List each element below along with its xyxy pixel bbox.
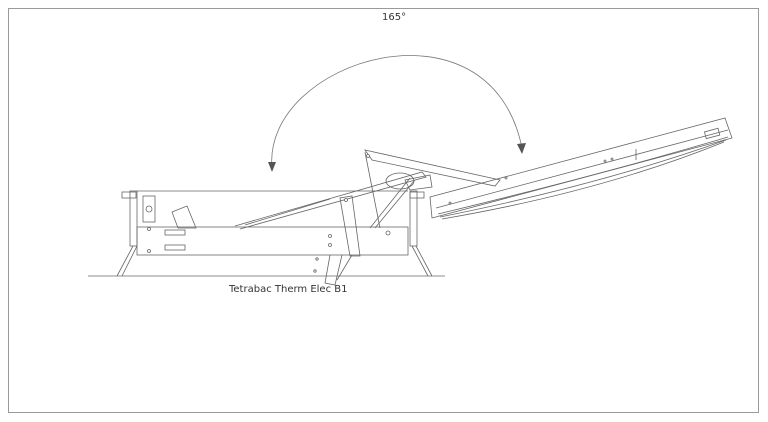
opening-angle-arc [271,55,523,169]
angle-label: 165° [382,12,407,23]
arc-arrowhead-left [268,162,276,172]
drawing-frame [8,8,759,413]
curb-frame [116,190,433,277]
bolt-holes [147,154,614,273]
drawing-caption: Tetrabac Therm Elec B1 [229,284,348,295]
opening-mechanism [234,149,501,286]
hatch-lid [429,117,733,220]
arc-arrowhead-right [517,143,526,154]
